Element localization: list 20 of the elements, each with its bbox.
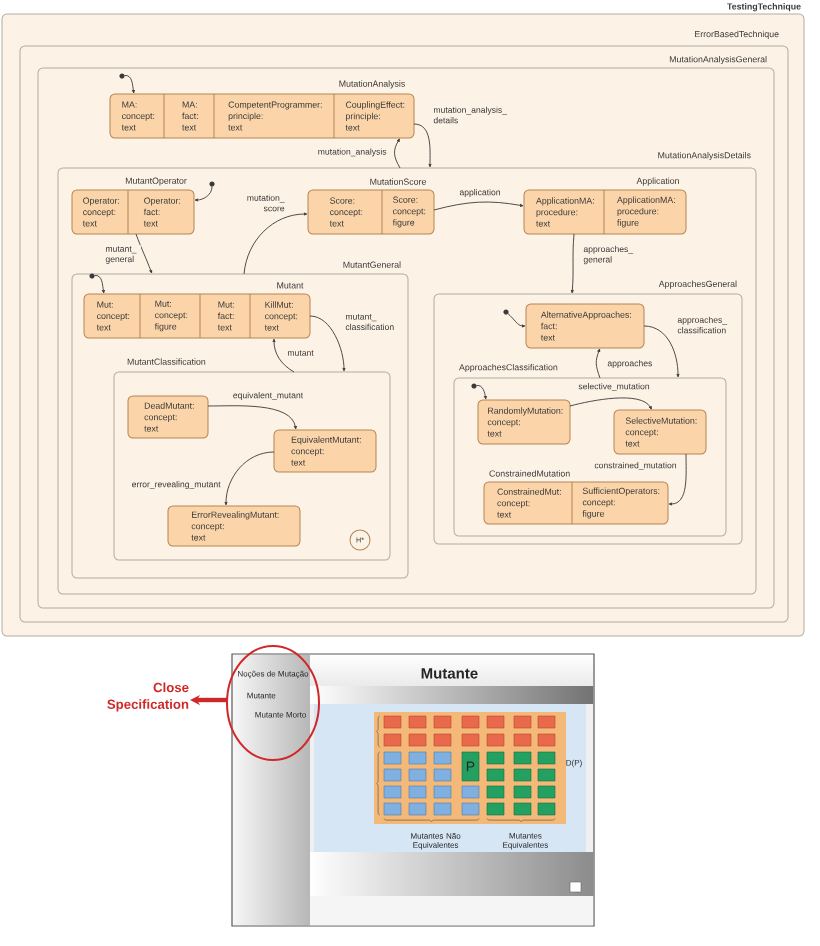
arrow [433, 201, 524, 211]
arrow [394, 138, 401, 169]
arrow [413, 123, 432, 168]
arrow [243, 212, 308, 275]
arrow [194, 186, 213, 202]
arrow [595, 348, 601, 379]
arrow [643, 325, 680, 378]
arrow [570, 233, 575, 294]
arrow [668, 453, 687, 506]
arrow [272, 338, 295, 373]
arrow [569, 397, 652, 410]
arrow [124, 75, 135, 94]
highlight-circle [226, 645, 320, 761]
arrow [207, 405, 297, 430]
arrow [476, 385, 487, 400]
arrow [135, 233, 153, 274]
arrow [94, 275, 105, 294]
arrow [224, 451, 275, 506]
arrow [309, 315, 346, 372]
arrow [507, 313, 526, 328]
